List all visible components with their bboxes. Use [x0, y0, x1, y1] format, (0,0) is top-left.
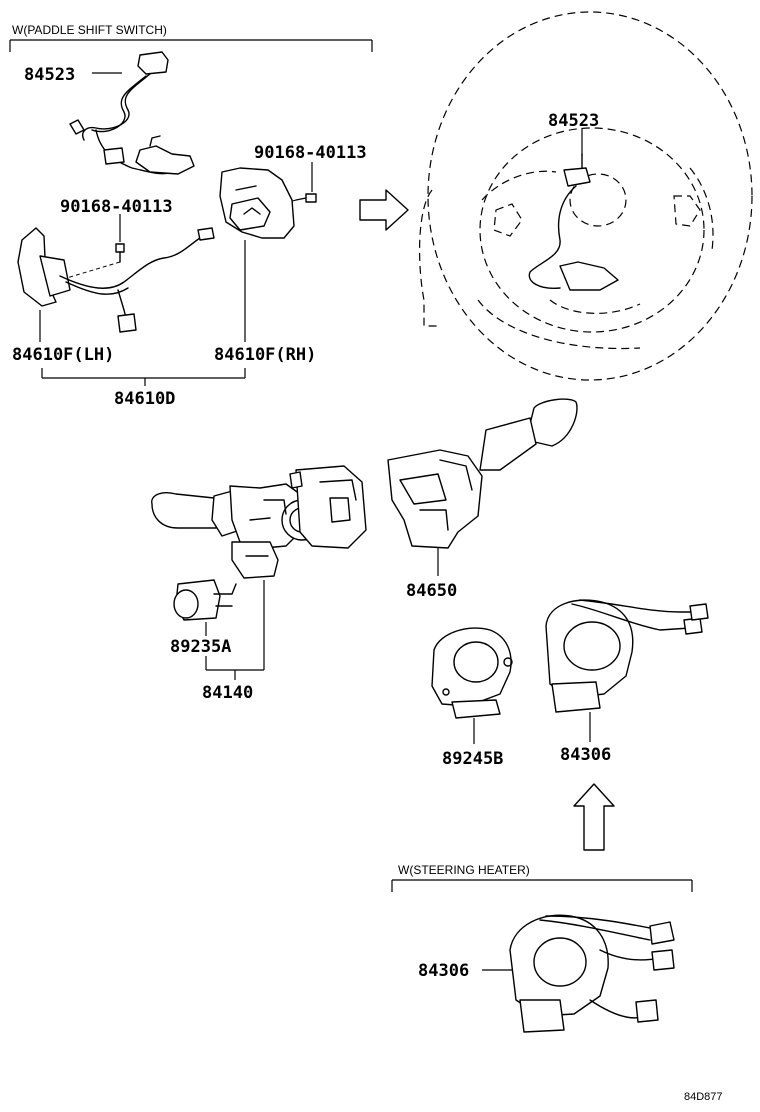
callout-89245b: 89245B	[442, 749, 503, 769]
bracket-84140	[205, 580, 265, 680]
spiral-cable-84306-drawing	[545, 599, 709, 713]
spiral-cable-heater-drawing	[509, 914, 675, 1033]
callout-84610f-lh: 84610F(LH)	[12, 345, 114, 365]
arrow-up-icon	[573, 783, 615, 851]
combination-switch-drawing	[151, 465, 367, 579]
callout-84650: 84650	[406, 581, 457, 601]
steering-heater-note: W(STEERING HEATER)	[398, 863, 530, 877]
angle-sensor-89245b-drawing	[431, 627, 513, 719]
bracket-84610d	[41, 368, 246, 386]
paddle-shift-note: W(PADDLE SHIFT SWITCH)	[12, 23, 167, 37]
paddle-shift-bracket	[9, 39, 373, 52]
callout-84306-heater: 84306	[418, 961, 469, 981]
paddle-harness-drawing	[69, 51, 195, 175]
paddle-switch-lh-drawing	[17, 227, 215, 333]
callout-84140: 84140	[202, 683, 253, 703]
callout-90168-left: 90168-40113	[60, 197, 173, 217]
callout-89235a: 89235A	[170, 637, 231, 657]
wheel-harness-drawing	[528, 153, 619, 291]
callout-84523-left: 84523	[24, 65, 75, 85]
paddle-switch-rh-drawing	[219, 167, 295, 239]
callout-84306-top: 84306	[560, 745, 611, 765]
callout-84610f-rh: 84610F(RH)	[214, 345, 316, 365]
callout-90168-right: 90168-40113	[254, 143, 367, 163]
screw-left-drawing	[59, 243, 125, 281]
steering-heater-bracket	[391, 879, 693, 892]
steering-wheel-drawing	[419, 11, 753, 381]
callout-84610d: 84610D	[114, 389, 175, 409]
arrow-right-icon	[359, 189, 409, 231]
diagram-code: 84D877	[684, 1091, 723, 1103]
sub-switch-89235a-drawing	[173, 579, 237, 621]
wiper-switch-84650-drawing	[387, 398, 578, 549]
callout-84523-right: 84523	[548, 111, 599, 131]
